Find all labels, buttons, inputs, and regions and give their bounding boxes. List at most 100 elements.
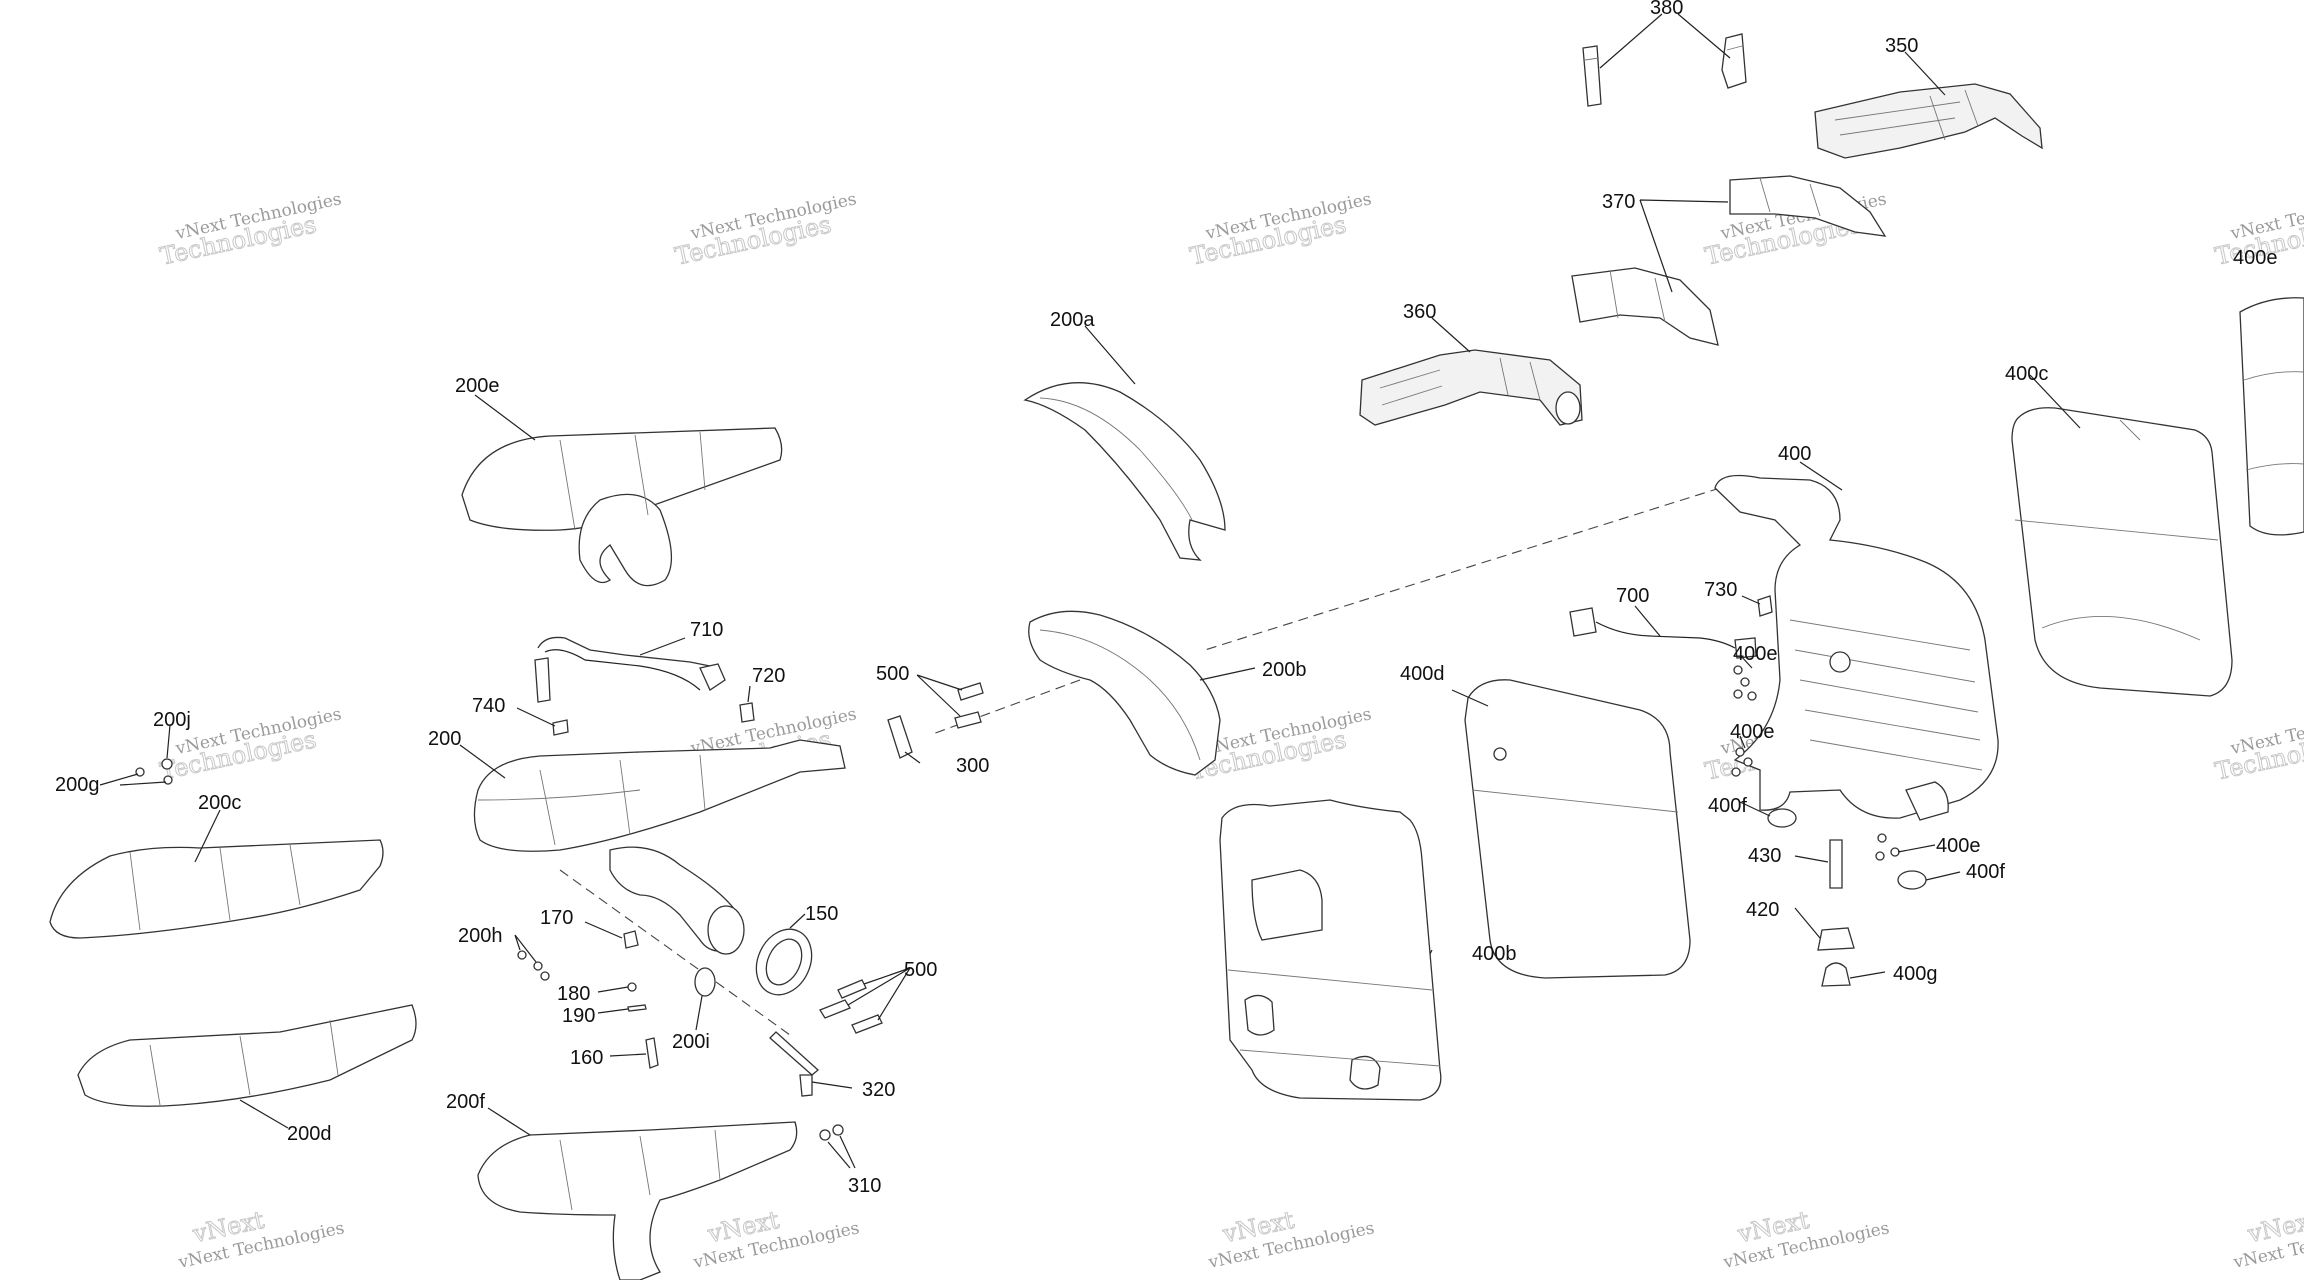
label-380: 380 bbox=[1650, 0, 1683, 19]
label-350: 350 bbox=[1885, 35, 1918, 57]
part-300-gasket bbox=[887, 715, 913, 759]
label-420: 420 bbox=[1746, 899, 1779, 921]
part-190-bolt bbox=[627, 1004, 647, 1012]
label-400g: 400g bbox=[1893, 963, 1938, 985]
label-150: 150 bbox=[805, 903, 838, 925]
assembly-axes bbox=[559, 487, 1721, 1036]
part-370-shield-lower bbox=[1571, 267, 1719, 346]
part-200i-washer bbox=[694, 967, 716, 997]
label-200: 200 bbox=[428, 728, 461, 750]
label-400e-top: 400e bbox=[2233, 247, 2278, 269]
watermark-1: Technologies vNext Technologies bbox=[157, 189, 343, 271]
label-200g: 200g bbox=[55, 774, 100, 796]
label-160: 160 bbox=[570, 1047, 603, 1069]
label-400f-a: 400f bbox=[1708, 795, 1747, 817]
label-400c: 400c bbox=[2005, 363, 2048, 385]
part-200d-shield bbox=[77, 1004, 417, 1107]
part-700-sensor bbox=[1569, 607, 1757, 659]
label-740: 740 bbox=[472, 695, 505, 717]
part-160-bracket bbox=[645, 1037, 659, 1069]
part-500-spring-bottom bbox=[819, 979, 883, 1034]
part-200a-shield bbox=[1023, 382, 1226, 561]
part-400f-grommet-b bbox=[1897, 870, 1927, 890]
part-400e-silencer-right bbox=[2239, 297, 2304, 536]
part-200c-shield bbox=[49, 839, 384, 939]
label-720: 720 bbox=[752, 665, 785, 687]
part-400f-grommet-a bbox=[1767, 808, 1797, 828]
label-500-top: 500 bbox=[876, 663, 909, 685]
part-730-clip bbox=[1757, 595, 1773, 617]
part-200b-shield bbox=[1028, 610, 1221, 776]
watermark-15: vNext Technologies vNext bbox=[2231, 1205, 2304, 1273]
label-200f: 200f bbox=[446, 1091, 485, 1113]
label-200b: 200b bbox=[1262, 659, 1307, 681]
leader-lines bbox=[99, 13, 2081, 1169]
part-170-clip bbox=[623, 930, 639, 949]
label-300: 300 bbox=[956, 755, 989, 777]
label-710: 710 bbox=[690, 619, 723, 641]
watermark-2: Technologies vNext Technologies bbox=[672, 189, 858, 271]
part-200h-screws bbox=[517, 950, 550, 981]
watermark-10: Technologies vNext Technologies bbox=[2212, 704, 2304, 786]
watermark-3: Technologies vNext Technologies bbox=[1187, 189, 1373, 271]
part-370-shield-upper bbox=[1729, 175, 1887, 237]
label-500-bottom: 500 bbox=[904, 959, 937, 981]
label-400d: 400d bbox=[1400, 663, 1445, 685]
label-730: 730 bbox=[1704, 579, 1737, 601]
part-400g-mount bbox=[1821, 962, 1851, 987]
part-400e-bolt-group-a bbox=[1733, 665, 1757, 701]
part-400d-cover bbox=[1464, 679, 1691, 979]
watermark-14: vNext Technologies vNext bbox=[1721, 1205, 1891, 1273]
label-200e: 200e bbox=[455, 375, 500, 397]
parts bbox=[49, 33, 2304, 1280]
part-380-strap-left bbox=[1582, 45, 1602, 107]
part-400e-bolt-group-c bbox=[1875, 833, 1900, 861]
label-400e-b: 400e bbox=[1730, 721, 1775, 743]
label-200a: 200a bbox=[1050, 309, 1095, 331]
part-320-bracket bbox=[769, 1031, 819, 1097]
part-430-bolt bbox=[1829, 839, 1843, 889]
part-350-heat-shield bbox=[1814, 83, 2043, 159]
watermark-12: vNext Technologies vNext bbox=[691, 1205, 861, 1273]
label-320: 320 bbox=[862, 1079, 895, 1101]
label-170: 170 bbox=[540, 907, 573, 929]
label-400f-b: 400f bbox=[1966, 861, 2005, 883]
label-400b: 400b bbox=[1472, 943, 1517, 965]
label-200c: 200c bbox=[198, 792, 241, 814]
label-400e-c: 400e bbox=[1936, 835, 1981, 857]
part-400e-bolt-group-b bbox=[1731, 747, 1753, 777]
part-400b-cover bbox=[1219, 799, 1442, 1101]
axis-shield-to-pipe bbox=[929, 679, 1081, 736]
watermark-11: vNext Technologies vNext bbox=[176, 1205, 346, 1273]
label-400e-a: 400e bbox=[1733, 643, 1778, 665]
label-400: 400 bbox=[1778, 443, 1811, 465]
part-420-mount bbox=[1817, 927, 1855, 951]
label-190: 190 bbox=[562, 1005, 595, 1027]
part-720-fitting bbox=[739, 702, 755, 723]
label-700: 700 bbox=[1616, 585, 1649, 607]
label-360: 360 bbox=[1403, 301, 1436, 323]
part-500-spring-top-b bbox=[954, 711, 982, 729]
label-200h: 200h bbox=[458, 925, 503, 947]
label-430: 430 bbox=[1748, 845, 1781, 867]
part-360-pipe bbox=[1359, 349, 1583, 426]
watermark-13: vNext Technologies vNext bbox=[1206, 1205, 1376, 1273]
axis-muffler-to-shield bbox=[1204, 487, 1721, 651]
part-150-ring bbox=[755, 928, 813, 996]
part-labels: 380 350 370 360 400e 400c 200a 200e 400 … bbox=[55, 0, 2278, 1197]
label-310: 310 bbox=[848, 1175, 881, 1197]
part-500-spring-top-a bbox=[957, 682, 984, 701]
part-400-muffler bbox=[1714, 474, 1999, 821]
part-200f-shield bbox=[477, 1121, 798, 1280]
part-200j-screw bbox=[161, 758, 173, 770]
part-180-washer bbox=[627, 982, 637, 992]
part-400c-cover bbox=[2011, 407, 2233, 697]
part-310-screws bbox=[819, 1124, 844, 1141]
label-200d: 200d bbox=[287, 1123, 332, 1145]
part-710-tube bbox=[534, 636, 726, 703]
part-200-expansion-pipe bbox=[473, 739, 846, 955]
part-380-strap-right bbox=[1721, 33, 1747, 89]
part-740-fitting bbox=[552, 719, 569, 736]
label-200i: 200i bbox=[672, 1031, 710, 1053]
